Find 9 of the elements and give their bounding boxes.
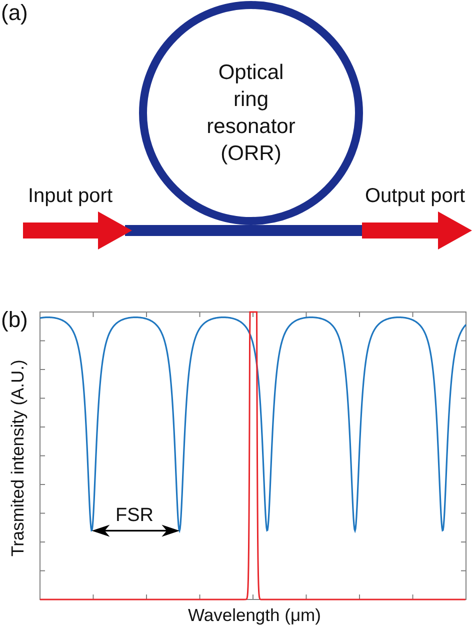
dimension-label: FSR bbox=[116, 504, 154, 526]
axis-title: Wavelength (μm) bbox=[188, 605, 321, 626]
panel-label: (a) bbox=[1, 0, 28, 26]
port-label: Input port bbox=[28, 184, 113, 208]
ring-resonator bbox=[139, 1, 363, 225]
axis-title: Trasmited intensity (A.U.) bbox=[7, 359, 28, 556]
ring-label: Optical ring resonator (ORR) bbox=[206, 60, 296, 166]
panel-label: (b) bbox=[1, 307, 28, 332]
port-label: Output port bbox=[365, 184, 466, 208]
